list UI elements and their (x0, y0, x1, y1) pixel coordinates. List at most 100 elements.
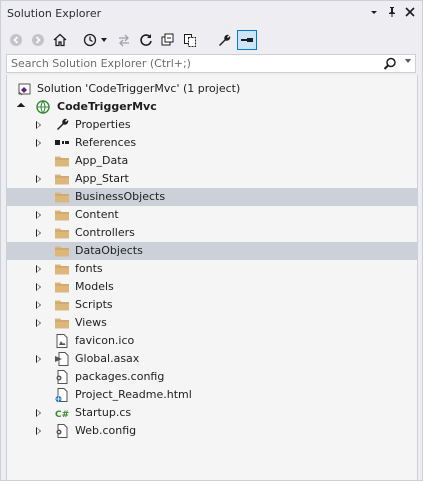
title-buttons (368, 6, 416, 18)
project-label: CodeTriggerMvc (57, 100, 157, 113)
tree-item[interactable]: DataObjects (7, 242, 417, 260)
collapsed-arrow-icon[interactable] (36, 175, 41, 183)
tree-item[interactable]: packages.config (7, 368, 417, 386)
folder-icon (55, 300, 69, 311)
tree-item-label: favicon.ico (75, 334, 135, 347)
forward-button[interactable] (28, 30, 48, 50)
tree-item-label: fonts (75, 262, 103, 275)
sync-with-active-document-button[interactable] (114, 30, 134, 50)
collapsed-arrow-icon[interactable] (36, 283, 41, 291)
properties-button[interactable] (214, 30, 234, 50)
solution-label: Solution 'CodeTriggerMvc' (1 project) (37, 82, 241, 95)
toolbar (1, 27, 422, 53)
folder-icon (55, 174, 69, 185)
tree-item-label: packages.config (75, 370, 165, 383)
collapsed-arrow-icon[interactable] (36, 265, 41, 273)
tree-item-label: Scripts (75, 298, 113, 311)
collapse-all-button[interactable] (158, 30, 178, 50)
show-all-files-button[interactable] (180, 30, 200, 50)
preview-icon (241, 38, 253, 42)
web-project-icon (36, 100, 50, 114)
tree-item[interactable]: App_Data (7, 152, 417, 170)
tree-item[interactable]: Project_Readme.html (7, 386, 417, 404)
tree-item[interactable]: Scripts (7, 296, 417, 314)
filter-dropdown-button[interactable] (98, 30, 110, 50)
folder-icon (55, 246, 69, 257)
expanded-arrow-icon[interactable] (16, 102, 26, 112)
tree-item[interactable]: Global.asax (7, 350, 417, 368)
tree-item[interactable]: Views (7, 314, 417, 332)
collapse-all-icon (161, 33, 174, 46)
tree-item[interactable]: Content (7, 206, 417, 224)
home-button[interactable] (50, 30, 70, 50)
svg-text:C#: C# (55, 410, 69, 420)
tree-item-label: Web.config (75, 424, 137, 437)
pending-changes-filter-button[interactable] (80, 30, 100, 50)
tree-item[interactable]: fonts (7, 260, 417, 278)
tree-item-label: Views (75, 316, 107, 329)
tree-row-project[interactable]: CodeTriggerMvc (7, 98, 417, 116)
back-button[interactable] (6, 30, 26, 50)
refresh-button[interactable] (136, 30, 156, 50)
solution-icon (18, 83, 31, 96)
collapsed-arrow-icon[interactable] (36, 301, 41, 309)
forward-icon (32, 34, 44, 46)
tree-item[interactable]: References (7, 134, 417, 152)
tree-item-label: App_Start (75, 172, 129, 185)
refresh-icon (140, 34, 152, 46)
search-options-dropdown-icon[interactable] (405, 59, 411, 63)
tree-item-label: Content (75, 208, 119, 221)
folder-icon (55, 192, 69, 203)
tree-row-solution[interactable]: Solution 'CodeTriggerMvc' (1 project) (7, 80, 417, 98)
asax-file-icon (55, 352, 69, 366)
folder-icon (55, 282, 69, 293)
tree-item-label: DataObjects (75, 244, 143, 257)
back-icon (10, 34, 22, 46)
collapsed-arrow-icon[interactable] (36, 409, 41, 417)
tree-item[interactable]: Models (7, 278, 417, 296)
collapsed-arrow-icon[interactable] (36, 427, 41, 435)
window-position-dropdown-icon[interactable] (368, 6, 380, 18)
chevron-down-icon (101, 38, 107, 42)
clock-icon (83, 33, 97, 47)
tree-item[interactable]: Web.config (7, 422, 417, 440)
tree-item[interactable]: Controllers (7, 224, 417, 242)
close-icon[interactable] (404, 6, 416, 18)
title-bar: Solution Explorer (1, 1, 422, 25)
collapsed-arrow-icon[interactable] (36, 139, 41, 147)
wrench-icon (57, 118, 69, 130)
tree-item[interactable]: favicon.ico (7, 332, 417, 350)
tree-item-label: References (75, 136, 137, 149)
folder-icon (55, 156, 69, 167)
sync-arrows-icon (119, 34, 129, 47)
tree-item-label: Properties (75, 118, 131, 131)
tree-item-label: Project_Readme.html (75, 388, 192, 401)
tree-item[interactable]: Properties (7, 116, 417, 134)
folder-icon (55, 228, 69, 239)
tree-item[interactable]: C# Startup.cs (7, 404, 417, 422)
collapsed-arrow-icon[interactable] (36, 319, 41, 327)
html-file-icon (55, 388, 68, 402)
collapsed-arrow-icon[interactable] (36, 355, 41, 363)
folder-icon (55, 210, 69, 221)
collapsed-arrow-icon[interactable] (36, 229, 41, 237)
collapsed-arrow-icon[interactable] (36, 211, 41, 219)
search-input[interactable] (7, 55, 385, 72)
references-icon (55, 140, 69, 145)
collapsed-arrow-icon[interactable] (36, 121, 41, 129)
tree-item[interactable]: BusinessObjects (7, 188, 417, 206)
wrench-icon (219, 34, 231, 46)
image-file-icon (56, 334, 68, 348)
show-all-files-icon (184, 34, 196, 47)
tree-item-label: BusinessObjects (75, 190, 166, 203)
tree-item-label: Startup.cs (75, 406, 132, 419)
folder-icon (55, 264, 69, 275)
tree-item[interactable]: App_Start (7, 170, 417, 188)
preview-selected-items-button[interactable] (237, 30, 257, 50)
search-box (6, 54, 416, 73)
pin-icon[interactable] (386, 6, 398, 18)
folder-icon (55, 318, 69, 329)
window-title: Solution Explorer (7, 7, 102, 20)
search-icon[interactable] (383, 57, 397, 71)
